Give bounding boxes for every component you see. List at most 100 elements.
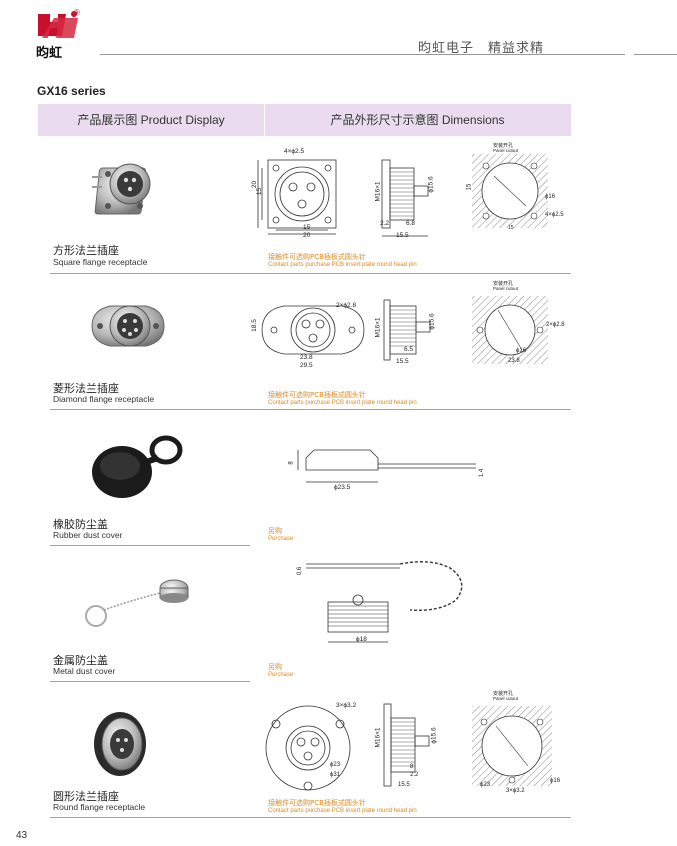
row-divider — [50, 409, 571, 410]
cutout-holes: 3×ϕ3.2 — [506, 788, 525, 794]
note-en: Contact parts purchase PCB insert plate … — [268, 400, 417, 406]
note-en: Purchase — [268, 536, 294, 542]
dim-outer-width: 20 — [303, 232, 311, 239]
metal-cover-drawing — [306, 561, 463, 643]
round-side-view-drawing — [383, 703, 430, 787]
diamond-panel-cutout-drawing — [472, 296, 548, 364]
dim-thread: M16×1 — [374, 181, 382, 202]
product-name-en: Square flange receptacle — [53, 257, 148, 267]
note-en: Purchase — [268, 672, 294, 678]
rubber-cover-drawing — [297, 449, 476, 483]
dim-holes: 2×ϕ2.8 — [336, 302, 357, 309]
product-name-en: Round flange receptacle — [53, 802, 146, 812]
dim-thread: M16×1 — [374, 317, 382, 338]
product-row-diamond: 菱形法兰插座 Diamond flange receptacle 2×ϕ2.8 … — [38, 274, 571, 410]
dim-d1: 2.2 — [380, 220, 390, 227]
product-row-rubber-cover: 橡胶防尘盖 Rubber dust cover 8 ϕ23.5 1.4 另购 P… — [38, 410, 571, 546]
dim-length: 15.5 — [398, 782, 410, 788]
note-cn: 另购 — [268, 527, 282, 535]
dim-diameter: ϕ15.6 — [427, 176, 435, 193]
dim-diameter: ϕ18 — [356, 636, 367, 643]
product-row-square: 方形法兰插座 Square flange receptacle 4×ϕ2.5 1… — [38, 136, 571, 274]
dim-diameter: ϕ15.6 — [430, 727, 438, 744]
dim-holes: 3×ϕ3.2 — [336, 702, 357, 709]
product-name-en: Diamond flange receptacle — [53, 394, 155, 404]
product-name-cn: 菱形法兰插座 — [53, 382, 119, 395]
dim-diameter: ϕ23.5 — [334, 484, 351, 491]
dim-length: 15.5 — [396, 358, 409, 365]
row-divider — [50, 273, 571, 274]
dim-inner-height: 15 — [256, 187, 264, 196]
page-number: 43 — [16, 830, 28, 841]
note-cn: 另购 — [268, 663, 282, 671]
dim-thickness: 1.4 — [479, 468, 486, 478]
cutout-width: 23.8 — [508, 358, 520, 364]
dim-outer-diameter: ϕ31 — [330, 772, 341, 778]
dim-inner-diameter: ϕ23 — [330, 762, 341, 768]
square-front-view-drawing — [257, 159, 337, 235]
cutout-holes: 4×ϕ2.5 — [545, 212, 564, 218]
product-name-en: Rubber dust cover — [53, 530, 123, 540]
diamond-side-view-drawing — [383, 299, 431, 361]
note-cn: 接触件可选购PCB插板式圆头针 — [268, 799, 366, 807]
dim-holes: 4×ϕ2.5 — [284, 148, 305, 155]
panel-label-cn: 安装开孔 — [493, 691, 514, 697]
round-flange-photo-icon — [94, 712, 146, 776]
row-divider — [50, 817, 571, 818]
brand-word: 昀虹 — [36, 46, 63, 61]
header-divider-right — [634, 54, 677, 55]
dim-height: 18.5 — [250, 319, 258, 332]
note-en: Contact parts purchase PCB insert plate … — [268, 262, 417, 268]
header-dimensions: 产品外形尺寸示意图 Dimensions — [330, 113, 505, 127]
dim-d2: 6.8 — [406, 220, 416, 227]
note-cn: 接触件可选购PCB插板式圆头针 — [268, 391, 366, 399]
logo-mark-icon — [38, 11, 78, 38]
cutout-side: 15 — [466, 183, 473, 191]
panel-label-en: Panel cutout — [493, 286, 519, 291]
product-name-cn: 橡胶防尘盖 — [53, 518, 108, 531]
product-name-cn: 金属防尘盖 — [53, 654, 108, 667]
series-title: GX16 series — [37, 84, 106, 98]
product-name-en: Metal dust cover — [53, 666, 116, 676]
diamond-front-view-drawing — [261, 305, 365, 355]
registered-mark: ® — [74, 8, 80, 17]
dim-height: 8 — [288, 461, 295, 465]
header-product-display: 产品展示图 Product Display — [77, 113, 225, 127]
dim-d1: 8 — [410, 764, 414, 770]
metal-cover-photo-icon — [85, 579, 189, 627]
cutout-holes: 2×ϕ2.8 — [546, 322, 565, 328]
header-slogan: 昀虹电子 精益求精 — [418, 41, 545, 56]
dim-inner-width: 23.8 — [300, 354, 313, 361]
cutout-diameter: ϕ16 — [550, 778, 561, 784]
cutout-width: 15 — [508, 225, 514, 231]
dim-thickness: 0.6 — [297, 566, 304, 576]
product-row-metal-cover: 金属防尘盖 Metal dust cover 0.6 ϕ18 另购 Purcha… — [38, 546, 571, 682]
dim-thread: M16×1 — [374, 727, 382, 748]
note-cn: 接触件可选购PCB插板式圆头针 — [268, 253, 366, 261]
row-divider — [50, 545, 250, 546]
header-column-divider — [264, 104, 265, 136]
dim-length: 15.5 — [396, 232, 409, 239]
square-side-view-drawing — [381, 159, 429, 237]
dim-inner-width: 15 — [303, 224, 311, 231]
panel-label-en: Panel cutout — [493, 696, 519, 701]
product-row-round: 圆形法兰插座 Round flange receptacle 3×ϕ3.2 ϕ2… — [38, 682, 571, 818]
panel-label-cn: 安装开孔 — [493, 143, 514, 149]
dim-d1: 6.5 — [404, 346, 414, 353]
product-name-cn: 方形法兰插座 — [53, 244, 119, 257]
panel-label-cn: 安装开孔 — [493, 281, 514, 287]
table-header: 产品展示图 Product Display 产品外形尺寸示意图 Dimensio… — [38, 104, 571, 136]
row-divider — [50, 681, 250, 682]
header-divider — [100, 54, 625, 55]
dim-diameter: ϕ15.6 — [428, 313, 436, 330]
square-flange-photo-icon — [92, 163, 151, 215]
round-front-view-drawing — [265, 705, 351, 791]
panel-label-en: Panel cutout — [493, 148, 519, 153]
note-en: Contact parts purchase PCB insert plate … — [268, 808, 417, 814]
cutout-diameter: ϕ16 — [545, 194, 556, 200]
square-panel-cutout-drawing — [472, 154, 548, 228]
rubber-cover-photo-icon — [92, 435, 183, 498]
dim-outer-width: 29.5 — [300, 362, 313, 369]
dim-d2: 2.2 — [410, 772, 419, 778]
cutout-diameter: ϕ16 — [516, 348, 527, 354]
